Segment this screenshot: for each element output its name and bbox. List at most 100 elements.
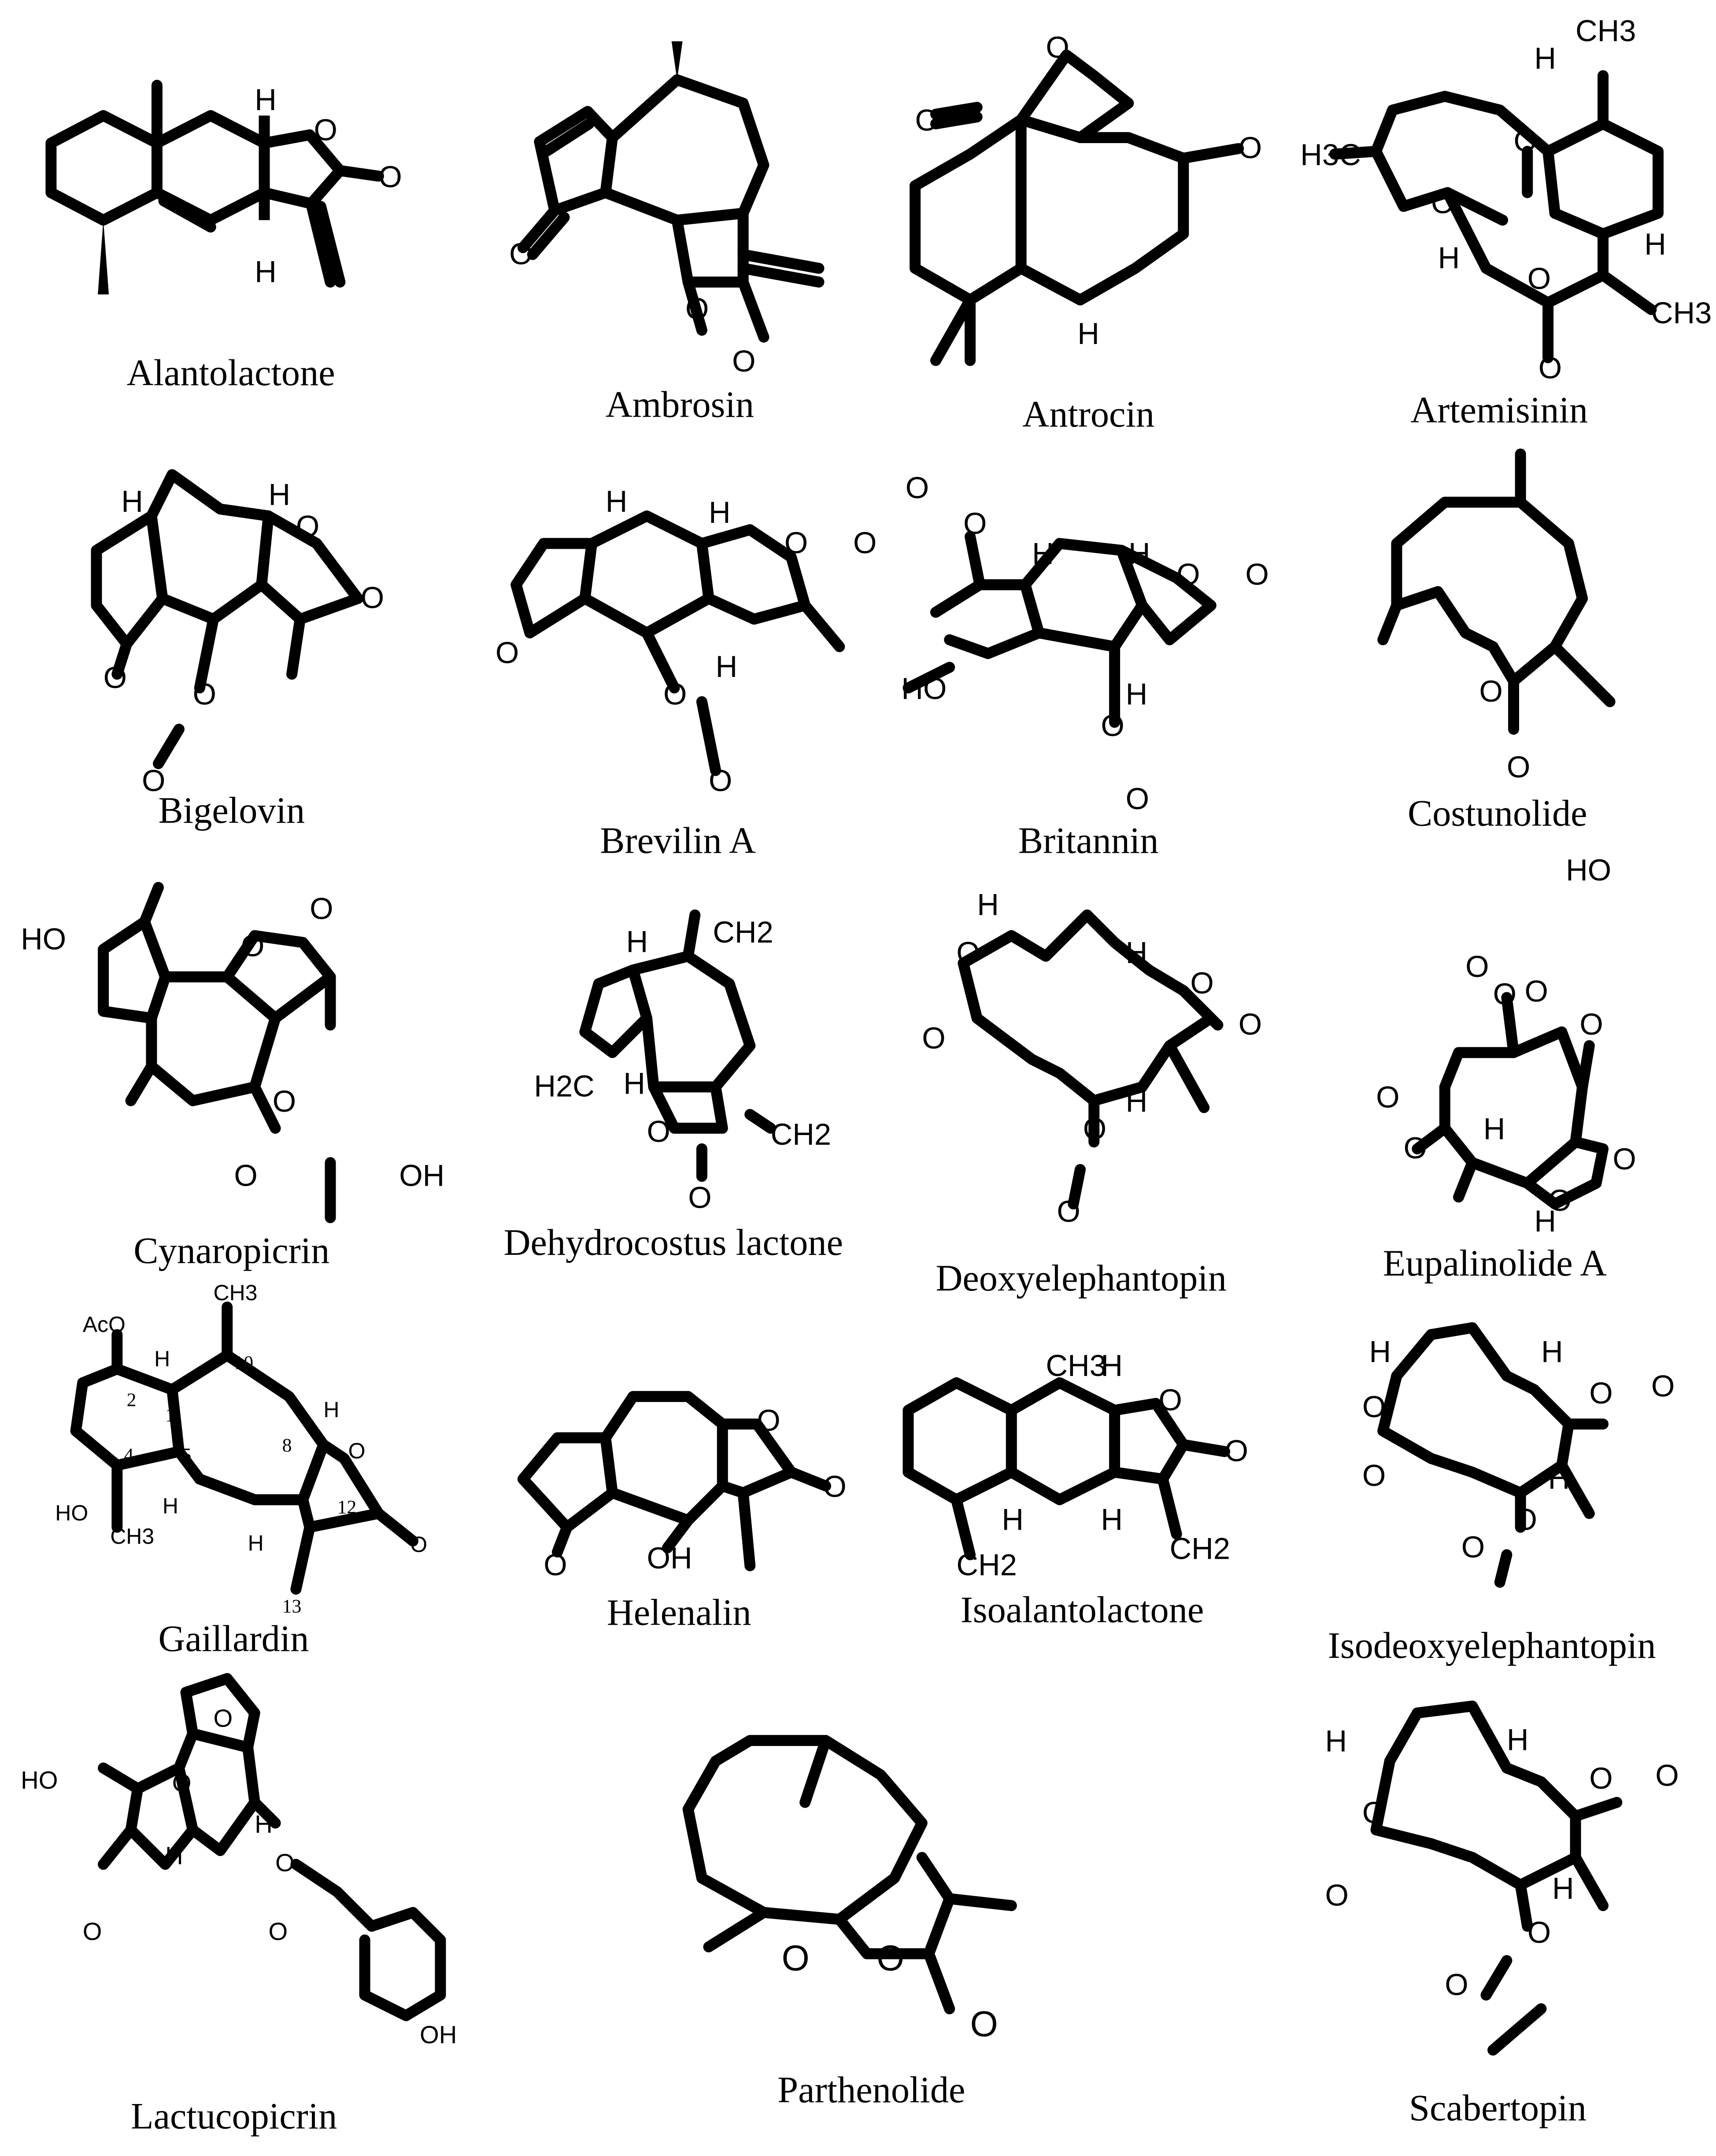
o-label-ester-3: O	[1404, 1131, 1427, 1165]
o-label-carbonyl: O	[1612, 1142, 1636, 1176]
o-label-carbonyl-right: O	[1239, 1007, 1262, 1041]
h-label-3: H	[1101, 1503, 1123, 1537]
h-label-1: H	[121, 484, 143, 518]
structure-brevilin-a: O O O O O H H H	[496, 484, 877, 798]
structure-parthenolide: O O O	[682, 1735, 1017, 2044]
h-label-3: H	[1644, 227, 1666, 261]
o-label-carbonyl-left: O	[1325, 1878, 1349, 1912]
o-label-ring: O	[241, 929, 264, 963]
o-label-ester: O	[273, 1084, 296, 1118]
h-label-3: H	[1548, 1461, 1570, 1495]
ch3-label-top: CH3	[213, 1280, 257, 1305]
h-label-2: H	[1507, 1723, 1529, 1757]
locant-12: 12	[337, 1497, 357, 1518]
o-label-carbonyl: O	[732, 344, 755, 378]
compound-name-ambrosin: Ambrosin	[606, 385, 754, 425]
structure-artemisinin: O O O O H3C CH3 CH3 H H H	[1300, 14, 1712, 385]
compound-name-bigelovin: Bigelovin	[159, 790, 305, 831]
structure-gaillardin: AcO CH3 HO CH3 O O H H H H 1 2 4 5 8 10 …	[55, 1280, 427, 1617]
o-label-ring-left: O	[1362, 1390, 1386, 1424]
o-label-ring: O	[647, 1115, 670, 1149]
ho-label: HO	[55, 1501, 88, 1525]
o-label-ring: O	[784, 526, 808, 560]
o-label-ring: O	[296, 509, 319, 543]
h-label-1: H	[1534, 41, 1556, 75]
h-label-2: H	[709, 496, 731, 529]
o-label-carbonyl: O	[361, 581, 384, 615]
o-label-carbonyl: O	[378, 160, 402, 194]
compound-name-brevilin-a: Brevilin A	[600, 821, 756, 862]
locant-1: 1	[165, 1405, 175, 1426]
h-label-2: H	[1534, 1204, 1556, 1238]
h2c-label: H2C	[534, 1069, 594, 1103]
o-label-carbonyl: O	[1224, 1434, 1248, 1468]
o-label-epoxide: O	[782, 1938, 810, 1978]
o-label-lactone: O	[1527, 262, 1551, 296]
o-label-ester-2: O	[1579, 1007, 1603, 1041]
structure-bigelovin: O O O O O H H	[91, 469, 384, 798]
structure-britannin: O O O O O O HO H H H	[901, 471, 1269, 816]
o-label-ring: O	[314, 113, 337, 147]
h-label: H	[1077, 317, 1099, 351]
o-label-ester: O	[275, 1849, 295, 1876]
o-label-ring: O	[1431, 186, 1454, 220]
h-label-2: H	[163, 1494, 178, 1518]
o-label-ketone: O	[544, 1548, 567, 1582]
ch3-label-top: CH3	[1575, 14, 1636, 48]
o-label-ester: O	[663, 677, 687, 711]
ch3-label-bottom: CH3	[1651, 296, 1712, 330]
oh-label: OH	[399, 1159, 444, 1193]
o-label-ester-bottom: O	[1101, 709, 1124, 743]
o-label-carbonyl-left: O	[1362, 1459, 1386, 1493]
o-label-ring-left: O	[956, 936, 980, 970]
ch3-label: CH3	[1046, 1349, 1106, 1383]
compound-name-isodeoxyelephantopin: Isodeoxyelephantopin	[1328, 1625, 1656, 1666]
o-label-carbonyl-right: O	[1655, 1759, 1679, 1793]
h-label-2: H	[1126, 936, 1148, 970]
structure-costunolide: O O	[1377, 448, 1616, 784]
h-label-3: H	[1126, 677, 1148, 711]
aco-label: AcO	[83, 1312, 126, 1337]
o-label-acyl-2: O	[1524, 974, 1548, 1008]
o-label-carbonyl: O	[853, 526, 876, 560]
o-label-ring: O	[172, 1769, 192, 1797]
compound-name-britannin: Britannin	[1018, 821, 1159, 862]
o-label-ring: O	[348, 1439, 366, 1463]
locant-4: 4	[124, 1444, 133, 1465]
o-label-3: O	[1239, 131, 1262, 165]
o-label-2: O	[1046, 30, 1069, 64]
o-label-ring: O	[1159, 1383, 1182, 1417]
h-label-2: H	[623, 1066, 645, 1100]
o-label-ester-top: O	[963, 507, 987, 540]
o-label-ring: O	[876, 1938, 904, 1978]
compound-name-costunolide: Costunolide	[1408, 793, 1587, 834]
structure-scabertopin: H O O H O O H O O	[1325, 1701, 1679, 2056]
o-label-acyl: O	[709, 764, 732, 798]
structure-antrocin: O O O H	[910, 30, 1262, 366]
o-label-carbonyl: O	[1507, 750, 1530, 784]
h3c-label: H3C	[1300, 138, 1361, 172]
compound-name-alantolactone: Alantolactone	[127, 353, 335, 394]
o-label-acyl-1: O	[1465, 950, 1489, 984]
o-label-ester-1: O	[1493, 977, 1516, 1011]
locant-8: 8	[282, 1435, 292, 1456]
compound-name-scabertopin: Scabertopin	[1409, 2088, 1587, 2129]
o-label-ring-right: O	[1190, 966, 1213, 1000]
o-label-acyl: O	[1461, 1530, 1485, 1564]
o-label-carbonyl: O	[823, 1470, 846, 1504]
structure-lactucopicrin: HO O O H H O O O OH	[21, 1673, 457, 2049]
compound-name-lactucopicrin: Lactucopicrin	[131, 2096, 337, 2137]
o-label-ring: O	[1479, 674, 1502, 708]
o-label-acyl-bottom: O	[1126, 782, 1149, 816]
h-label-1: H	[1325, 1724, 1347, 1758]
h-label-2: H	[1438, 241, 1460, 275]
structure-helenalin: O O O OH	[517, 1391, 847, 1582]
h-label-2: H	[268, 477, 290, 511]
o-label-1: O	[915, 104, 939, 137]
structure-deoxyelephantopin: O O O O O O H H H	[922, 888, 1262, 1228]
oh-label: OH	[420, 2021, 457, 2049]
structure-ambrosin: O O O	[509, 41, 825, 378]
compound-name-helenalin: Helenalin	[607, 1592, 751, 1633]
ch2-label-top: CH2	[713, 915, 773, 949]
h-label-4: H	[323, 1398, 339, 1422]
